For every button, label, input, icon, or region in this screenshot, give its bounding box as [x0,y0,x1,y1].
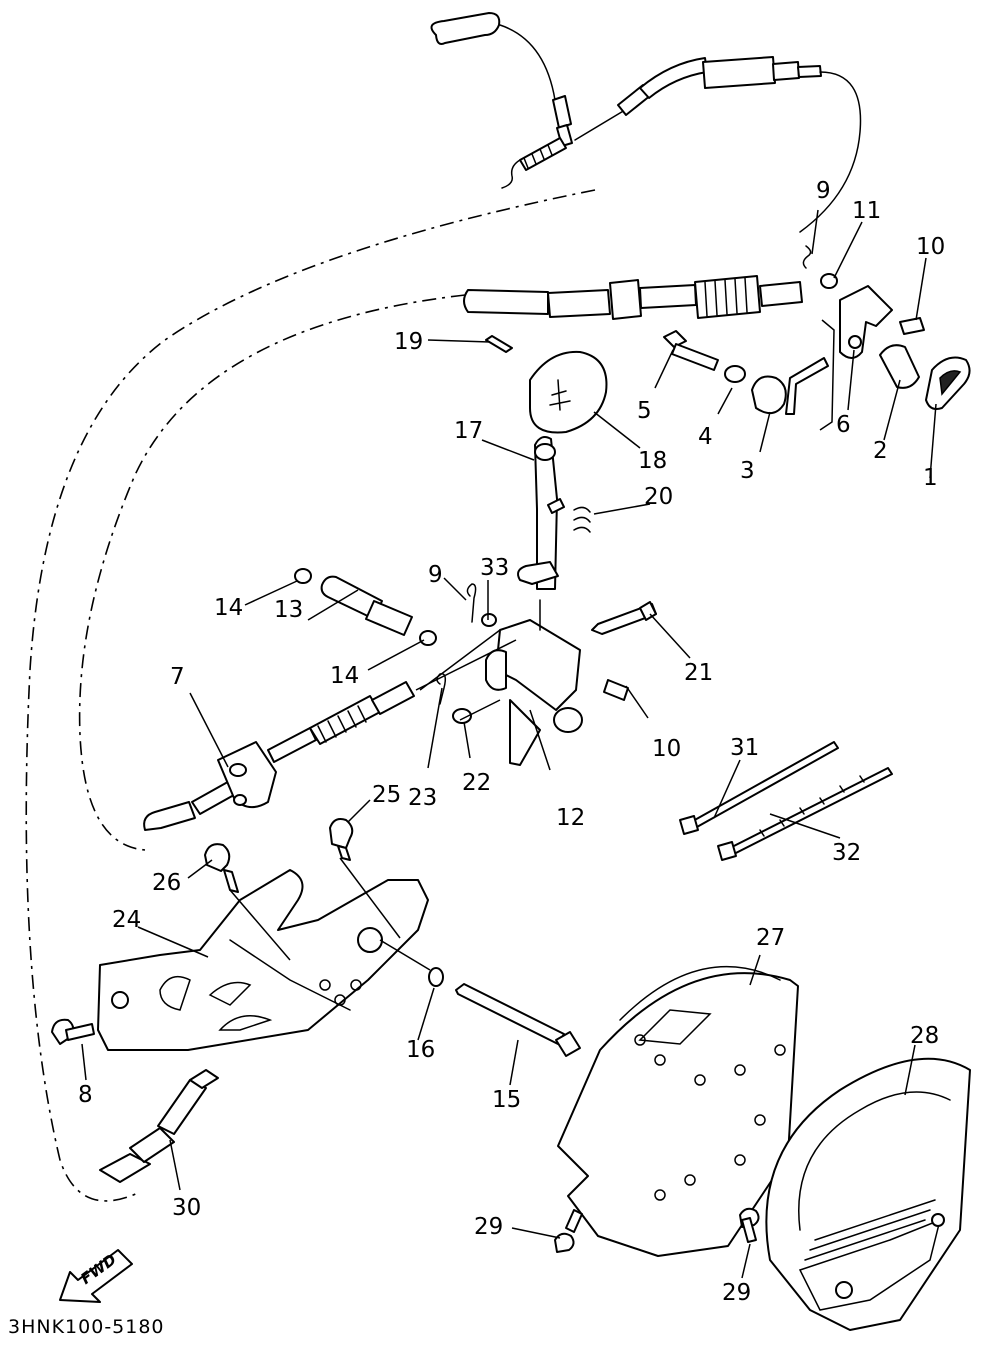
callout-9-upper: 9 [816,178,831,204]
callout-4: 4 [698,424,713,450]
callout-21: 21 [684,660,713,686]
callout-27: 27 [756,925,785,951]
callout-14-right: 14 [330,663,359,689]
callout-23: 23 [408,785,437,811]
callout-28: 28 [910,1023,939,1049]
callout-11: 11 [852,198,881,224]
side-cover-outer [765,1057,971,1331]
callout-15: 15 [492,1087,521,1113]
callout-20: 20 [644,484,673,510]
callout-12: 12 [556,805,585,831]
callout-29-right: 29 [722,1280,751,1306]
shift-bracket-assembly [419,583,657,766]
callout-18: 18 [638,448,667,474]
shift-cable-lower [143,639,517,831]
callout-24: 24 [112,907,141,933]
cable-routing-line [25,189,596,1202]
callout-labels: 1 2 3 4 5 6 7 8 9 9 10 10 11 12 13 14 14… [78,178,945,1306]
callout-33: 33 [480,555,509,581]
callout-26: 26 [152,870,181,896]
forward-direction-arrow: FWD [59,1249,133,1303]
callout-32: 32 [832,840,861,866]
upper-cable-assembly [430,12,862,233]
pivot-pin-assembly [294,568,437,646]
callout-25: 25 [372,782,401,808]
callout-16: 16 [406,1037,435,1063]
callout-7: 7 [170,664,185,690]
misc-hardware [99,741,893,1253]
shift-lever-assembly [485,335,608,590]
lever-hardware-right [663,245,971,431]
callout-9-lower: 9 [428,562,443,588]
callout-29-left: 29 [474,1214,503,1240]
side-cover-inner [557,965,799,1257]
callout-8: 8 [78,1082,93,1108]
main-mounting-bracket [97,869,429,1051]
callout-30: 30 [172,1195,201,1221]
callout-31: 31 [730,735,759,761]
callout-3: 3 [740,458,755,484]
callout-10-upper: 10 [916,234,945,260]
callout-13: 13 [274,597,303,623]
callout-22: 22 [462,770,491,796]
callout-17: 17 [454,418,483,444]
bracket-fasteners [51,818,581,1057]
callout-14-left: 14 [214,595,243,621]
callout-10-lower: 10 [652,736,681,762]
callout-19: 19 [394,329,423,355]
callout-1: 1 [923,465,938,491]
diagram-code: 3HNK100-5180 [8,1316,165,1338]
callout-6: 6 [836,412,851,438]
callout-5: 5 [637,398,652,424]
callout-leaders [81,209,937,1279]
shift-cable-upper [463,275,803,320]
callout-2: 2 [873,438,888,464]
